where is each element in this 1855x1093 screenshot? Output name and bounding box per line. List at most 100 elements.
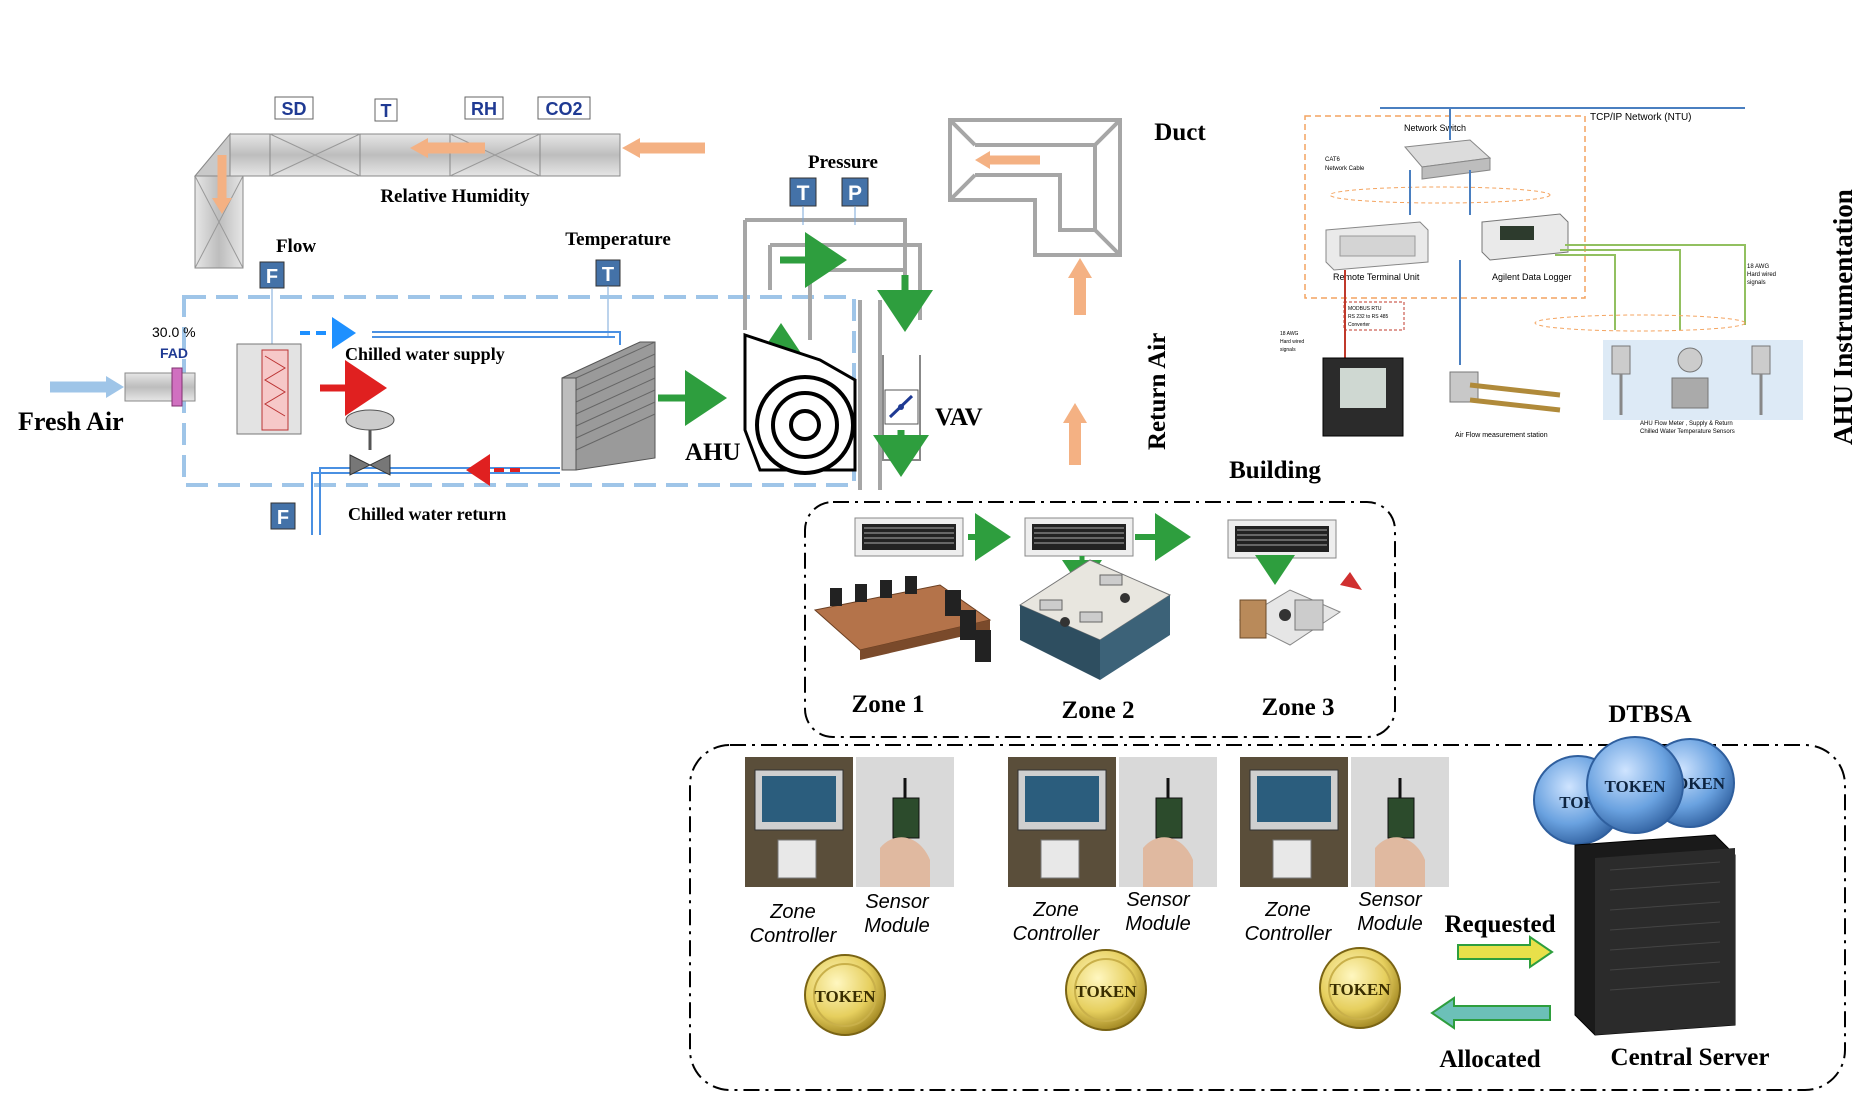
sd-sensor-label: SD — [281, 99, 306, 119]
sd-sensor-box — [274, 96, 314, 120]
awg-left-label-2: Hard wired — [1280, 339, 1304, 345]
sensor-module-caption-1a: Sensor — [865, 891, 930, 913]
p-sensor-label: P — [848, 182, 862, 205]
network-switch-label: Network Switch — [1404, 123, 1466, 133]
building-label: Building — [1229, 457, 1321, 484]
logger-label: Agilent Data Logger — [1492, 272, 1572, 282]
zone-3-label: Zone 3 — [1262, 694, 1335, 721]
awg-left-label-3: signals — [1280, 347, 1296, 353]
blue-token-center: TOKEN — [1586, 736, 1684, 834]
controller-group-2 — [1008, 757, 1217, 887]
t-sensor-label-ahu: T — [797, 182, 810, 205]
modbus-label-3: Converter — [1348, 322, 1370, 328]
f-sensor-label-bottom: F — [277, 507, 289, 529]
token-coin-2: TOKEN — [1065, 949, 1147, 1031]
token-coin-1: TOKEN — [804, 954, 886, 1036]
cooling-coil — [561, 341, 656, 471]
t-sensor-label-coil: T — [602, 264, 614, 286]
t-sensor-box-ahu — [789, 177, 817, 207]
controller-group-3 — [1240, 757, 1449, 887]
airflow-station-label: Air Flow measurement station — [1455, 432, 1548, 439]
zone-3-image — [1238, 572, 1362, 646]
central-server-icon — [1574, 834, 1736, 1036]
sensor-module-caption-1b: Module — [864, 915, 930, 937]
zone-1-image — [813, 576, 992, 662]
rtu-label: Remote Terminal Unit — [1333, 272, 1420, 282]
building-boundary — [804, 501, 1396, 738]
t-sensor-box-top — [374, 98, 398, 122]
network-switch-icon — [1404, 139, 1492, 180]
return-air-label: Return Air — [1144, 333, 1171, 450]
fresh-air-label: Fresh Air — [18, 407, 124, 436]
vav-box — [882, 355, 921, 461]
cat6-label: CAT6 — [1325, 157, 1341, 163]
chilled-supply-label: Chilled water supply — [345, 344, 505, 364]
chilled-return-label: Chilled water return — [348, 504, 506, 524]
f-sensor-box-top — [259, 261, 285, 289]
zone-controller-caption-3b: Controller — [1245, 923, 1333, 945]
cat6-label-2: Network Cable — [1325, 166, 1365, 172]
blue-token-label-center: TOKEN — [1604, 777, 1666, 796]
data-logger-icon — [1481, 213, 1569, 261]
tcpip-label: TCP/IP Network (NTU) — [1590, 112, 1692, 123]
return-duct — [948, 118, 1122, 257]
diffuser-zone-3 — [1227, 519, 1337, 559]
t-sensor-box-coil — [595, 259, 621, 287]
duct-label: Duct — [1154, 119, 1206, 146]
token-coin-3: TOKEN — [1319, 947, 1401, 1029]
ahu-fan — [743, 332, 857, 475]
zone-controller-caption-2b: Controller — [1013, 923, 1101, 945]
control-valve — [345, 409, 395, 476]
p-sensor-box — [841, 177, 869, 207]
flow-meter-sensors-icon — [1603, 340, 1803, 420]
flow-label: Flow — [276, 236, 316, 257]
temperature-label: Temperature — [565, 229, 671, 250]
token-label-2: TOKEN — [1075, 982, 1137, 1001]
sensor-module-caption-3b: Module — [1357, 913, 1423, 935]
t-sensor-label-top: T — [381, 101, 392, 121]
network-box — [1304, 115, 1586, 299]
modbus-label-1: MODBUS RTU — [1348, 306, 1382, 312]
rh-sensor-box — [464, 96, 504, 120]
dtbsa-label: DTBSA — [1608, 701, 1691, 728]
relative-humidity-label: Relative Humidity — [380, 186, 530, 207]
flow-meter-label-1: AHU Flow Meter , Supply & Return — [1640, 421, 1733, 427]
pressure-label: Pressure — [808, 152, 878, 173]
co2-sensor-label: CO2 — [545, 99, 582, 119]
ahu-instrumentation-label: AHU Instrumentation — [1828, 189, 1855, 445]
token-label-3: TOKEN — [1329, 980, 1391, 999]
fad-percent: 30.0 % — [152, 324, 196, 340]
zone-controller-caption-1a: Zone — [769, 901, 816, 923]
diffuser-zone-2 — [1024, 517, 1134, 557]
blue-token-label-right: OKEN — [1675, 774, 1726, 793]
flow-meter-label-2: Chilled Water Temperature Sensors — [1640, 429, 1735, 435]
sensor-module-caption-2b: Module — [1125, 913, 1191, 935]
remote-terminal-unit-icon — [1325, 221, 1429, 271]
awg-left-label-1: 18 AWG — [1280, 331, 1299, 337]
f-sensor-box-bottom — [270, 502, 296, 530]
zone-controller-caption-1b: Controller — [750, 925, 838, 947]
diffuser-zone-1 — [854, 517, 964, 557]
fad-label: FAD — [160, 345, 188, 361]
vav-label: VAV — [935, 404, 983, 431]
sensor-module-caption-3a: Sensor — [1358, 889, 1423, 911]
allocated-label: Allocated — [1439, 1046, 1540, 1073]
airflow-station-icon — [1449, 371, 1561, 413]
zone-controller-caption-3a: Zone — [1264, 899, 1311, 921]
zone-controller-caption-2a: Zone — [1032, 899, 1079, 921]
zone-2-image — [1018, 559, 1172, 680]
token-label-1: TOKEN — [814, 987, 876, 1006]
fad-damper — [124, 372, 196, 402]
modbus-label-2: RS 232 to RS 485 — [1348, 314, 1389, 320]
awg-right-label-3: signals — [1747, 280, 1766, 286]
zone-1-label: Zone 1 — [852, 691, 925, 718]
awg-right-label-2: Hard wired — [1747, 272, 1776, 278]
rh-sensor-label: RH — [471, 99, 497, 119]
ahu-label: AHU — [685, 439, 741, 466]
power-meter-icon — [1322, 357, 1404, 437]
sensor-module-caption-2a: Sensor — [1126, 889, 1191, 911]
dtbsa-boundary — [689, 744, 1846, 1091]
co2-sensor-box — [537, 96, 591, 120]
awg-right-label-1: 18 AWG — [1747, 264, 1769, 270]
